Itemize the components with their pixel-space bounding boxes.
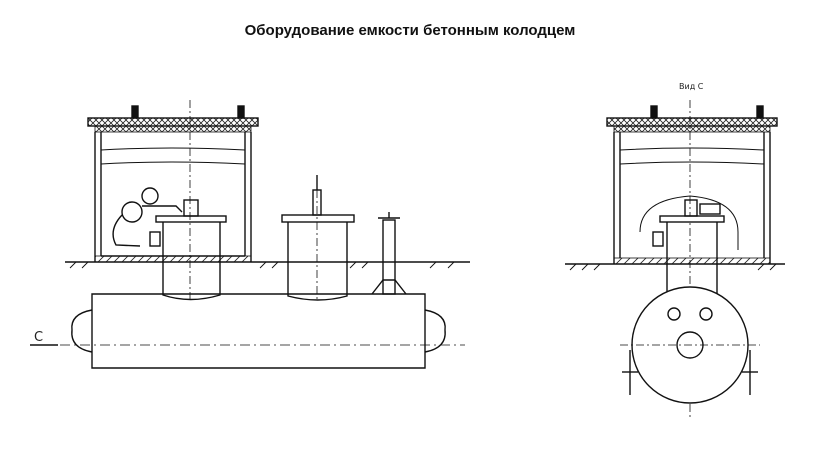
left-elevation-view: С [30, 100, 470, 369]
right-side-view: Вид С [565, 82, 785, 420]
ground-line-left [65, 261, 470, 269]
concrete-well [87, 105, 259, 263]
tank-body [60, 293, 465, 369]
second-manhole [281, 175, 355, 301]
section-marker-label: С [34, 330, 43, 345]
section-marker: С [30, 330, 58, 346]
manhole-neck-side [639, 195, 739, 297]
ground-line-right [565, 263, 785, 271]
tank-cross-section [620, 286, 760, 404]
figure-title: Оборудование емкости бетонным колодцем [244, 22, 576, 39]
concrete-well-side [606, 100, 778, 420]
vent-pipe [371, 212, 407, 295]
view-label: Вид С [679, 82, 704, 91]
manhole-neck [112, 187, 227, 301]
